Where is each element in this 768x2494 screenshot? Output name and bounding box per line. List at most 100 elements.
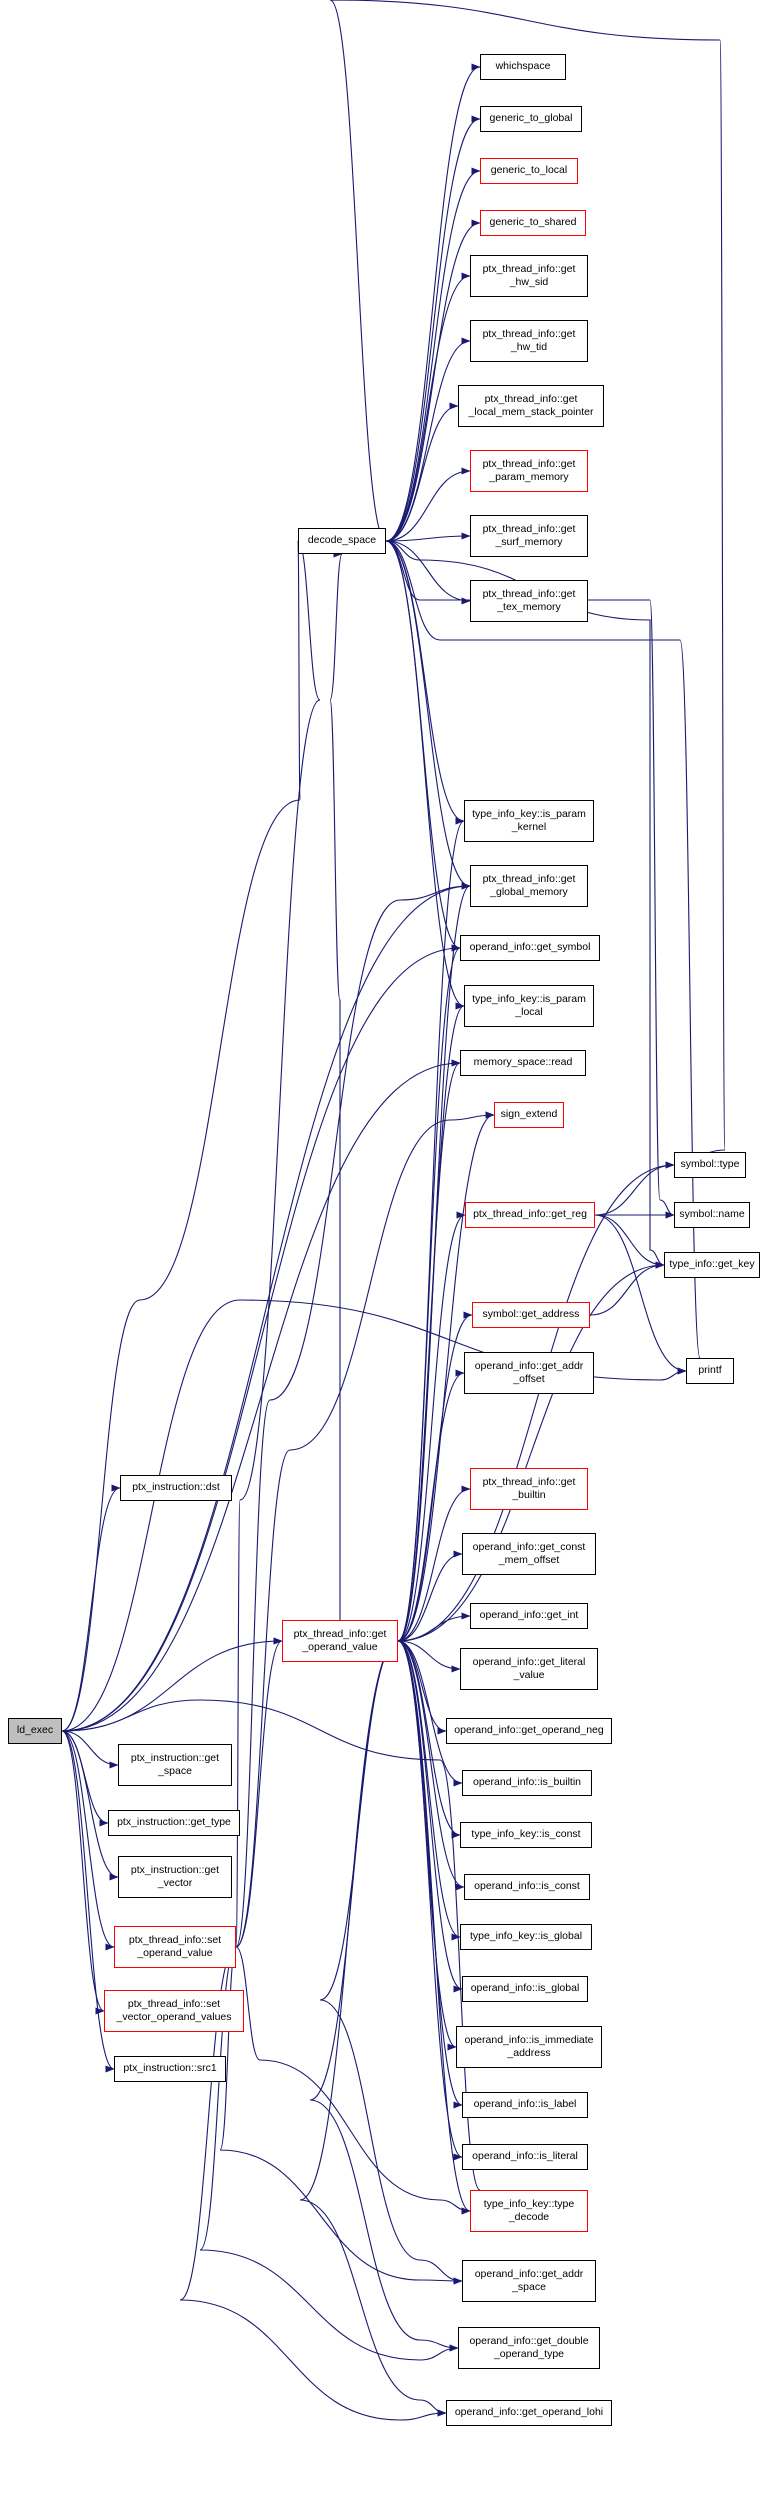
node-symbol-name[interactable]: symbol::name [674,1202,750,1228]
node-dst[interactable]: ptx_instruction::dst [120,1475,232,1501]
node-get-reg[interactable]: ptx_thread_info::get_reg [465,1202,595,1228]
node-is-literal[interactable]: operand_info::is_literal [462,2144,588,2170]
node-get-key[interactable]: type_info::get_key [664,1252,760,1278]
node-printf[interactable]: printf [686,1358,734,1384]
edge-get_operand_value-to-is_builtin [397,1640,463,1787]
node-label: operand_info::is_const [474,1880,580,1893]
edge-get_operand_value-to-sign_extend [397,1111,495,1642]
node-get-tex-memory[interactable]: ptx_thread_info::get _tex_memory [470,580,588,622]
edge-get_operand_value-to-is_literal [397,1640,463,2161]
node-get-addr-offset[interactable]: operand_info::get_addr _offset [464,1352,594,1394]
edge-get_operand_value-to-memory_read [397,1059,461,1642]
node-label: whichspace [495,60,551,73]
edge-decode_space-to-get_global_memory [385,540,471,890]
node-whichspace[interactable]: whichspace [480,54,566,80]
node-is-immediate-address[interactable]: operand_info::is_immediate _address [456,2026,602,2068]
node-label: operand_info::is_immediate _address [464,2033,594,2059]
edge-decode_space-to-generic_to_shared [385,219,481,542]
edge-get_operand_value-to-symbol_type [397,1161,675,1642]
node-label: symbol::type [680,1158,740,1171]
node-label: ptx_instruction::get_type [117,1816,231,1829]
edge-get_operand_value-to-get_builtin [397,1485,471,1642]
node-generic-to-local[interactable]: generic_to_local [480,158,578,184]
node-set-operand-value[interactable]: ptx_thread_info::set _operand_value [114,1926,236,1968]
edge-get_operand_value-to-get_addr_space [319,1640,463,2285]
node-label: generic_to_global [489,112,573,125]
node-label: ptx_thread_info::get _global_memory [482,872,576,898]
node-get-int[interactable]: operand_info::get_int [470,1603,588,1629]
node-label: ptx_thread_info::set _operand_value [128,1933,222,1959]
edge-decode_space-to-symbol_name [385,540,675,1219]
node-get-builtin[interactable]: ptx_thread_info::get _builtin [470,1468,588,1510]
node-get-hw-tid[interactable]: ptx_thread_info::get _hw_tid [470,320,588,362]
node-get-literal-value[interactable]: operand_info::get_literal _value [460,1648,598,1690]
node-label: operand_info::get_operand_neg [454,1724,604,1737]
node-label: ptx_instruction::get _space [130,1751,220,1777]
edge-ld_exec-to-get_global_memory [61,882,471,1732]
edge-get_operand_value-to-get_literal_value [397,1640,461,1673]
edge-ld_exec-to-dst [61,1484,121,1732]
node-ld-exec[interactable]: ld_exec [8,1718,62,1744]
node-is-param-kernel[interactable]: type_info_key::is_param _kernel [464,800,594,842]
edge-get_operand_value-to-get_const_mem_offset [397,1550,463,1642]
node-get-symbol[interactable]: operand_info::get_symbol [460,935,600,961]
node-label: operand_info::get_symbol [469,941,591,954]
edge-get_operand_value-to-get_operand_lohi [299,1640,447,2417]
node-is-global-key[interactable]: type_info_key::is_global [460,1924,592,1950]
node-is-label[interactable]: operand_info::is_label [462,2092,588,2118]
node-set-vector-operand-values[interactable]: ptx_thread_info::set _vector_operand_val… [104,1990,244,2032]
edge-set_operand_value-to-get_global_memory [235,882,471,1948]
node-is-builtin[interactable]: operand_info::is_builtin [462,1770,592,1796]
edge-ld_exec-to-get_symbol [61,944,461,1732]
node-decode-space[interactable]: decode_space [298,528,386,554]
node-get-vector[interactable]: ptx_instruction::get _vector [118,1856,232,1898]
node-sign-extend[interactable]: sign_extend [494,1102,564,1128]
node-generic-to-global[interactable]: generic_to_global [480,106,582,132]
node-is-param-local[interactable]: type_info_key::is_param _local [464,985,594,1027]
node-get-operand-lohi[interactable]: operand_info::get_operand_lohi [446,2400,612,2426]
node-is-const-key[interactable]: type_info_key::is_const [460,1822,592,1848]
edge-set_operand_value-to-get_operand_value [235,1637,283,1948]
node-type-decode[interactable]: type_info_key::type _decode [470,2190,588,2232]
node-get-addr-space[interactable]: operand_info::get_addr _space [462,2260,596,2302]
edge-ld_exec-to-get_space [61,1730,119,1769]
node-get-address[interactable]: symbol::get_address [472,1302,590,1328]
edge-get_operand_value-to-is_global_key [397,1640,461,1941]
edge-decode_space-to-get_surf_memory [385,532,471,542]
node-label: generic_to_local [490,164,568,177]
node-get-space[interactable]: ptx_instruction::get _space [118,1744,232,1786]
node-get-const-mem-offset[interactable]: operand_info::get_const _mem_offset [462,1533,596,1575]
node-label: ptx_instruction::get _vector [130,1863,220,1889]
node-label: operand_info::get_addr _offset [474,1359,584,1385]
edge-get_operand_value-to-get_int [397,1612,471,1642]
edge-get_address-to-get_key [589,1261,665,1316]
edge-decode_space-to-symbol_type [329,0,726,1169]
node-get-local-mem[interactable]: ptx_thread_info::get _local_mem_stack_po… [458,385,604,427]
node-get-hw-sid[interactable]: ptx_thread_info::get _hw_sid [470,255,588,297]
node-get-param-memory[interactable]: ptx_thread_info::get _param_memory [470,450,588,492]
node-is-global[interactable]: operand_info::is_global [462,1976,588,2002]
node-get-operand-neg[interactable]: operand_info::get_operand_neg [446,1718,612,1744]
node-memory-read[interactable]: memory_space::read [460,1050,586,1076]
node-src1[interactable]: ptx_instruction::src1 [114,2056,226,2082]
edge-get_operand_value-to-is_const [397,1640,465,1891]
node-label: ptx_thread_info::get _local_mem_stack_po… [468,392,594,418]
node-get-surf-memory[interactable]: ptx_thread_info::get _surf_memory [470,515,588,557]
node-label: ptx_thread_info::get _tex_memory [482,587,576,613]
edge-decode_space-to-get_param_memory [385,467,471,542]
node-label: operand_info::get_literal _value [472,1655,586,1681]
node-label: ptx_thread_info::get _hw_tid [482,327,576,353]
node-get-double-operand-type[interactable]: operand_info::get_double _operand_type [458,2327,600,2369]
node-label: type_info_key::is_param _local [472,992,586,1018]
node-is-const[interactable]: operand_info::is_const [464,1874,590,1900]
edge-get_operand_value-to-is_global [397,1640,463,1993]
node-get-operand-value[interactable]: ptx_thread_info::get _operand_value [282,1620,398,1662]
node-get-type[interactable]: ptx_instruction::get_type [108,1810,240,1836]
edge-ld_exec-to-type_decode [61,1699,481,2215]
node-label: ptx_thread_info::set _vector_operand_val… [116,1997,232,2023]
node-label: operand_info::get_int [479,1609,579,1622]
edge-get_operand_value-to-get_operand_neg [397,1640,447,1735]
node-get-global-memory[interactable]: ptx_thread_info::get _global_memory [470,865,588,907]
node-generic-to-shared[interactable]: generic_to_shared [480,210,586,236]
node-symbol-type[interactable]: symbol::type [674,1152,746,1178]
